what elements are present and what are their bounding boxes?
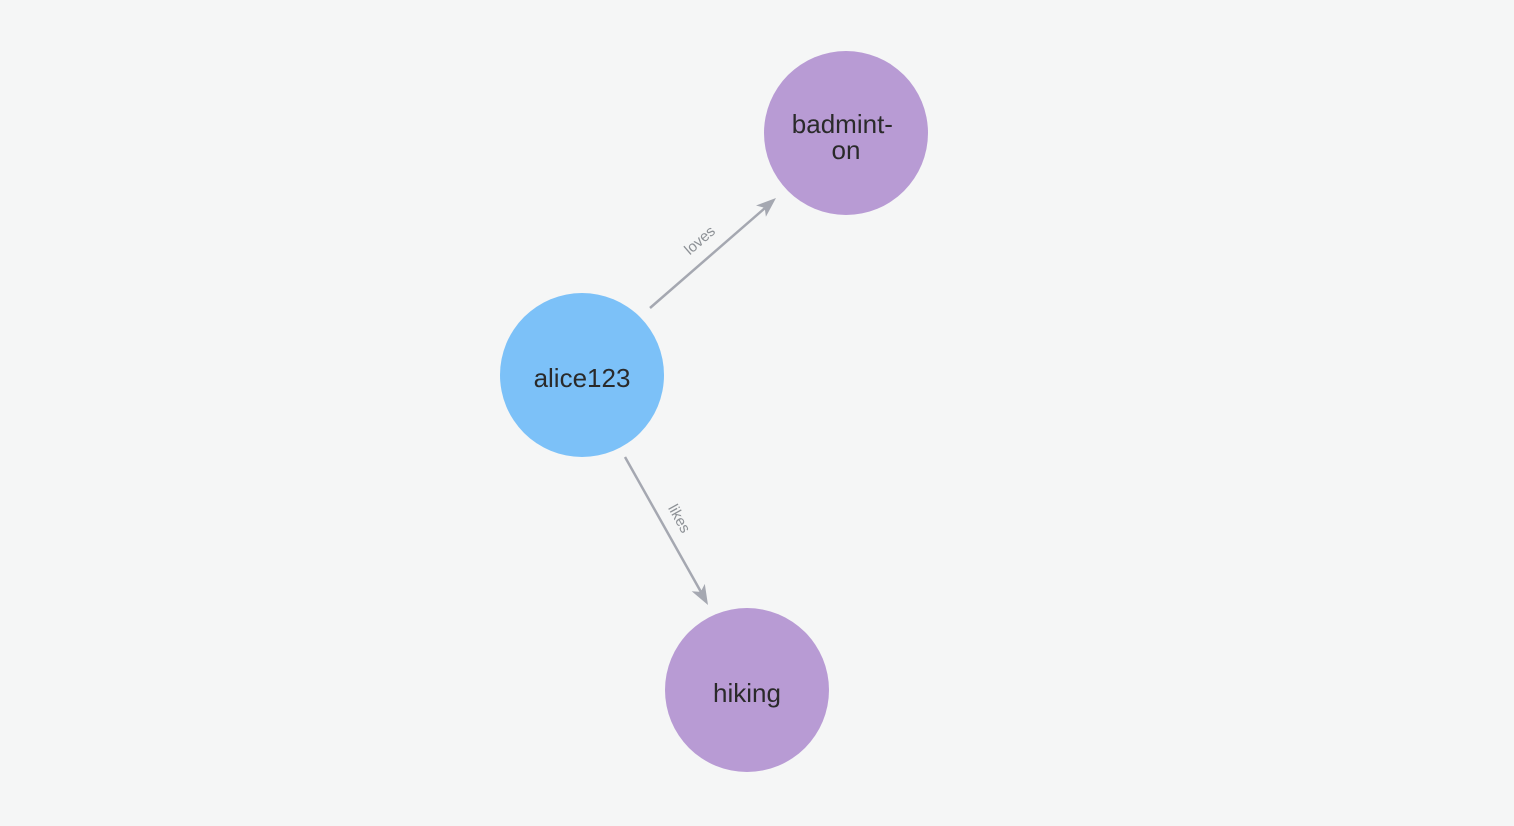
node-alice123: alice123 (500, 293, 664, 457)
node-hiking: hiking (665, 608, 829, 772)
edge-loves: loves (649, 198, 776, 309)
edge-arrowhead-likes[interactable] (691, 583, 708, 605)
node-circle-hiking[interactable] (665, 608, 829, 772)
node-circle-alice123[interactable] (500, 293, 664, 457)
edge-arrowhead-loves[interactable] (756, 198, 776, 217)
node-circle-badminton[interactable] (764, 51, 928, 215)
edge-line-likes[interactable] (623, 456, 703, 593)
edge-line-loves[interactable] (649, 207, 766, 309)
node-badminton: badmint- on (764, 51, 928, 215)
edge-likes: likes (623, 456, 708, 605)
edge-label-likes[interactable]: likes (664, 502, 693, 536)
